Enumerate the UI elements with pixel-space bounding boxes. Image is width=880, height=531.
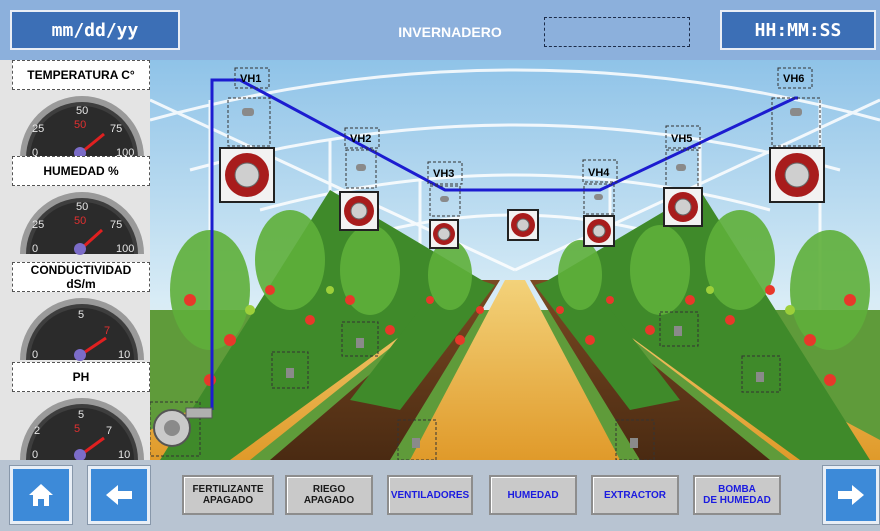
temperature-gauge-panel: TEMPERATURA C° 0 25 50 50 75 100 bbox=[12, 60, 150, 162]
fan-label: VH6 bbox=[783, 73, 804, 85]
page-title: INVERNADERO bbox=[398, 24, 502, 40]
fan-icon bbox=[663, 187, 703, 227]
gauge-tick: 2 bbox=[34, 425, 40, 437]
date-display: mm/dd/yy bbox=[10, 10, 180, 50]
fan-icon bbox=[583, 215, 615, 247]
bottom-toolbar: FERTILIZANTE APAGADO RIEGO APAGADO VENTI… bbox=[0, 460, 880, 531]
gauge-tick: 5 bbox=[78, 409, 84, 421]
conductivity-gauge-label: CONDUCTIVIDAD dS/m bbox=[12, 262, 150, 292]
fan-label: VH1 bbox=[240, 73, 261, 85]
gauge-tick: 7 bbox=[106, 425, 112, 437]
fan-icon bbox=[429, 219, 459, 249]
home-icon bbox=[29, 484, 53, 506]
gauge-pivot bbox=[74, 449, 86, 461]
ph-gauge-label: PH bbox=[12, 362, 150, 392]
gauge-pivot bbox=[74, 349, 86, 361]
gauge-tick: 0 bbox=[32, 449, 38, 461]
gauge-tick: 25 bbox=[32, 219, 44, 231]
gauge-tick: 5 bbox=[78, 309, 84, 321]
gauge-sidebar: TEMPERATURA C° 0 25 50 50 75 100 HUMEDAD… bbox=[0, 60, 150, 461]
gauge-tick: 75 bbox=[110, 219, 122, 231]
gauge-needle bbox=[81, 132, 105, 154]
fan-icon bbox=[219, 147, 275, 203]
humidity-gauge-label: HUMEDAD % bbox=[12, 156, 150, 186]
gauge-pivot bbox=[74, 243, 86, 255]
fan-label: VH3 bbox=[433, 168, 454, 180]
fan-icon bbox=[339, 191, 379, 231]
greenhouse-illustration: VH1 VH2 VH3 VH4 VH5 VH6 bbox=[150, 60, 880, 460]
irrigation-button[interactable]: RIEGO APAGADO bbox=[285, 475, 373, 515]
center-walkway bbox=[410, 280, 620, 460]
next-button[interactable] bbox=[823, 466, 879, 524]
gauge-tick: 75 bbox=[110, 123, 122, 135]
fan-label: VH2 bbox=[350, 133, 371, 145]
fan-icon bbox=[507, 209, 539, 241]
gauge-tick-red: 7 bbox=[104, 325, 110, 337]
humidity-gauge-icon: 0 25 50 50 75 100 bbox=[20, 192, 144, 255]
gauge-tick: 10 bbox=[118, 349, 130, 361]
gauge-tick: 0 bbox=[32, 349, 38, 361]
gauge-tick-red: 50 bbox=[74, 119, 86, 131]
temperature-gauge-label: TEMPERATURA C° bbox=[12, 60, 150, 90]
gauge-tick-red: 5 bbox=[74, 423, 80, 435]
extractor-icon bbox=[150, 401, 213, 457]
fan-label: VH5 bbox=[671, 133, 692, 145]
gauge-tick: 50 bbox=[76, 105, 88, 117]
greenhouse-scene: VH1 VH2 VH3 VH4 VH5 VH6 bbox=[150, 60, 880, 460]
fans-button[interactable]: VENTILADORES bbox=[387, 475, 473, 515]
ph-gauge-panel: PH 0 2 5 5 7 10 bbox=[12, 362, 150, 464]
extractor-button[interactable]: EXTRACTOR bbox=[591, 475, 679, 515]
gauge-tick: 50 bbox=[76, 201, 88, 213]
gauge-tick: 25 bbox=[32, 123, 44, 135]
title-input-slot bbox=[544, 17, 690, 47]
gauge-needle bbox=[81, 436, 105, 456]
conductivity-gauge-panel: CONDUCTIVIDAD dS/m 0 5 7 10 bbox=[12, 262, 150, 364]
conductivity-gauge-icon: 0 5 7 10 bbox=[20, 298, 144, 361]
gauge-tick-red: 50 bbox=[74, 215, 86, 227]
header-bar: mm/dd/yy INVERNADERO HH:MM:SS bbox=[0, 0, 880, 60]
humidity-button[interactable]: HUMEDAD bbox=[489, 475, 577, 515]
arrow-right-icon bbox=[838, 485, 864, 505]
gauge-tick: 10 bbox=[118, 449, 130, 461]
time-display: HH:MM:SS bbox=[720, 10, 876, 50]
fan-label: VH4 bbox=[588, 167, 610, 179]
ph-gauge-icon: 0 2 5 5 7 10 bbox=[20, 398, 144, 461]
humidity-gauge-panel: HUMEDAD % 0 25 50 50 75 100 bbox=[12, 156, 150, 258]
back-button[interactable] bbox=[88, 466, 150, 524]
temperature-gauge-icon: 0 25 50 50 75 100 bbox=[20, 96, 144, 159]
arrow-left-icon bbox=[106, 485, 132, 505]
fertilizer-button[interactable]: FERTILIZANTE APAGADO bbox=[182, 475, 274, 515]
gauge-needle bbox=[80, 228, 104, 250]
fan-icon bbox=[769, 147, 825, 203]
gauge-tick: 100 bbox=[116, 243, 134, 255]
humidity-pump-button[interactable]: BOMBA DE HUMEDAD bbox=[693, 475, 781, 515]
home-button[interactable] bbox=[10, 466, 72, 524]
gauge-tick: 0 bbox=[32, 243, 38, 255]
gauge-tick: 0 bbox=[32, 147, 38, 159]
gauge-needle bbox=[81, 336, 107, 356]
